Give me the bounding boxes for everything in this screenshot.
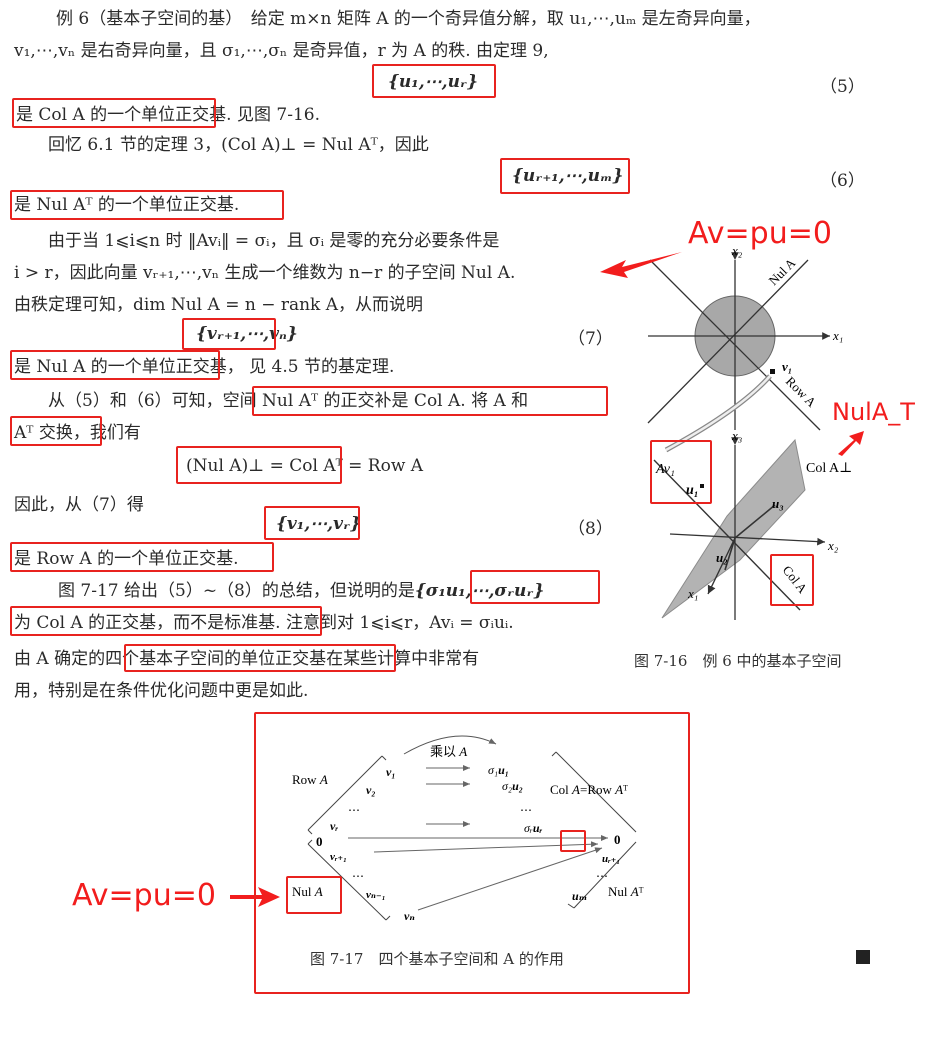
svg-text:Col A⊥: Col A⊥ — [806, 461, 852, 476]
equation-8: {v₁,⋯,vᵣ} — [276, 514, 361, 534]
svg-text:⋯: ⋯ — [596, 869, 608, 883]
rank-theorem-line: 由秩定理可知，dim Nul A = n − rank A，从而说明 — [14, 295, 424, 315]
svg-text:v₁: v₁ — [386, 765, 396, 779]
svg-text:u₂: u₂ — [716, 550, 728, 565]
svg-text:uᵣ₊₁: uᵣ₊₁ — [602, 853, 620, 865]
figure-summary-text: 图 7-17 给出（5）~（8）的总结，但说明的是 — [58, 581, 415, 601]
norm-condition-line-2: i > r，因此向量 vᵣ₊₁,⋯,vₙ 生成一个维数为 n−r 的子空间 Nu… — [14, 263, 516, 283]
svg-text:x₂: x₂ — [731, 243, 743, 258]
recall-theorem-line: 回忆 6.1 节的定理 3，(Col A)⊥ = Nul Aᵀ，因此 — [48, 135, 429, 155]
svg-text:v₁: v₁ — [782, 359, 792, 374]
svg-text:σᵣuᵣ: σᵣuᵣ — [524, 821, 543, 835]
av-equals-text: 注意到对 1⩽i⩽r，Avᵢ = σᵢuᵢ. — [280, 613, 514, 633]
nulAT-basis-text: 是 Nul Aᵀ 的一个单位正交基. — [14, 195, 240, 215]
norm-condition-line-1: 由于当 1⩽i⩽n 时 ‖Avᵢ‖ = σᵢ，且 σᵢ 是零的充分必要条件是 — [48, 231, 500, 251]
svg-text:⋯: ⋯ — [352, 869, 364, 883]
svg-text:vₙ₋₁: vₙ₋₁ — [366, 889, 386, 901]
figure-7-16-caption: 图 7-16 例 6 中的基本子空间 — [634, 652, 842, 670]
svg-text:Row A: Row A — [783, 374, 820, 411]
svg-text:x₃: x₃ — [731, 428, 742, 443]
svg-text:Col A=Row Aᵀ: Col A=Row Aᵀ — [550, 782, 628, 797]
equation-6-number: （6） — [820, 171, 865, 191]
figure-7-16: x₂ x₁ Nul A v₁ Row A x₃ x₂ x₁ Av₁ u₁ u₃ … — [647, 243, 852, 620]
svg-text:u₃: u₃ — [772, 496, 784, 511]
not-standard-basis-text: 为 Col A 的正交基，而不是标准基. — [14, 613, 281, 633]
optimization-line: 用，特别是在条件优化问题中更是如此. — [14, 681, 309, 701]
svg-text:Av₁: Av₁ — [655, 462, 675, 477]
example-6-intro-line-1: 例 6（基本子空间的基） 给定 m×n 矩阵 A 的一个奇异值分解，取 u₁,⋯… — [56, 9, 761, 29]
four-subspaces-line: 由 A 确定的四个基本子空间的单位正交基在某些计算中非常有 — [14, 648, 479, 670]
svg-text:0: 0 — [614, 832, 621, 847]
rowA-basis-text: 是 Row A 的一个单位正交基. — [14, 549, 239, 569]
figure-summary-line: 图 7-17 给出（5）~（8）的总结，但说明的是{σ₁u₁,⋯,σᵣuᵣ} — [58, 580, 544, 602]
svg-text:Row A: Row A — [292, 772, 328, 787]
equation-5-number: （5） — [820, 77, 865, 97]
svg-text:⋯: ⋯ — [348, 803, 360, 817]
svg-text:σ₂u₂: σ₂u₂ — [502, 779, 523, 793]
determined-by-A-text: 由 A 确定的 — [14, 649, 106, 669]
equation-8-number: （8） — [568, 519, 613, 539]
nulAT-complement-text: 空间 Nul Aᵀ 的正交补是 Col A. 将 A 和 — [222, 391, 529, 411]
orthogonal-not-standard-line: 为 Col A 的正交基，而不是标准基. 注意到对 1⩽i⩽r，Avᵢ = σᵢ… — [14, 612, 514, 634]
swap-line: Aᵀ 交换，我们有 — [14, 422, 141, 444]
row-equation: (Nul A)⊥ = Col Aᵀ = Row A — [186, 456, 423, 476]
red-arrow-left-icon — [600, 252, 682, 278]
equation-7-number: （7） — [568, 329, 613, 349]
row-equation-right: = Row A — [342, 456, 424, 476]
red-arrow-up-right-icon — [838, 431, 864, 456]
svg-text:vᵣ₊₁: vᵣ₊₁ — [330, 851, 347, 863]
svg-text:Nul A: Nul A — [766, 255, 799, 288]
svg-text:vₙ: vₙ — [404, 909, 415, 923]
annotation-top-av-pu-0: Av=pu=0 — [688, 216, 832, 251]
nulA-basis-text: 是 Nul A 的一个单位正交基， — [14, 357, 244, 377]
figure-7-17-caption: 图 7-17 四个基本子空间和 A 的作用 — [310, 950, 564, 968]
equation-6: {uᵣ₊₁,⋯,uₘ} — [512, 166, 624, 186]
from-5-6-text: 从（5）和（6）可知， — [48, 391, 223, 411]
orthogonal-complement-line: 从（5）和（6）可知，空间 Nul Aᵀ 的正交补是 Col A. 将 A 和 — [48, 390, 528, 412]
svg-text:⋯: ⋯ — [520, 803, 532, 817]
svg-text:uₘ: uₘ — [572, 889, 587, 903]
row-equation-left: (Nul A)⊥ = Col Aᵀ — [186, 456, 343, 476]
end-of-proof-square-icon — [856, 950, 870, 964]
svg-text:Nul A: Nul A — [292, 884, 323, 899]
we-have-text: 我们有 — [89, 423, 141, 443]
annotation-nulA-T: NulA_T — [832, 398, 915, 426]
colA-basis-text: 是 Col A 的一个单位正交基. — [16, 105, 232, 125]
svg-text:Col A: Col A — [780, 563, 811, 597]
svg-text:x₁: x₁ — [832, 328, 843, 343]
svg-text:vᵣ: vᵣ — [330, 819, 338, 833]
equation-5: {u₁,⋯,uᵣ} — [388, 72, 478, 92]
example-6-intro-line-2: v₁,⋯,vₙ 是右奇异向量，且 σ₁,⋯,σₙ 是奇异值，r 为 A 的秩. … — [14, 41, 549, 61]
swap-text: Aᵀ 交换， — [14, 423, 90, 443]
basis-theorem-ref: 见 4.5 节的基定理. — [243, 357, 395, 377]
svg-text:x₂: x₂ — [827, 538, 839, 553]
svg-text:Nul Aᵀ: Nul Aᵀ — [608, 884, 644, 899]
nulA-basis-statement: 是 Nul A 的一个单位正交基， 见 4.5 节的基定理. — [14, 356, 394, 378]
equation-7: {vᵣ₊₁,⋯,vₙ} — [196, 324, 298, 344]
figure-7-17: 乘以 A Row A v₁ v₂ ⋯ vᵣ 0 vᵣ₊₁ ⋯ vₙ₋₁ vₙ N… — [292, 735, 644, 923]
therefore-line: 因此，从（7）得 — [14, 495, 144, 515]
svg-text:x₁: x₁ — [687, 586, 698, 601]
svg-text:σ₁u₁: σ₁u₁ — [488, 763, 509, 777]
sigma-u-set: {σ₁u₁,⋯,σᵣuᵣ} — [414, 581, 545, 601]
multiply-label: 乘以 A — [430, 744, 467, 759]
svg-text:u₁: u₁ — [686, 483, 699, 498]
svg-text:v₂: v₂ — [366, 783, 376, 797]
annotation-bottom-av-pu-0: Av=pu=0 — [72, 878, 216, 913]
colA-basis-statement: 是 Col A 的一个单位正交基. 见图 7-16. — [16, 104, 320, 126]
svg-text:0: 0 — [316, 834, 323, 849]
four-subspaces-text: 四个基本子空间的单位正交基 — [105, 649, 327, 669]
useful-text: 在某些计算中非常有 — [326, 649, 480, 669]
see-figure-ref: 见图 7-16. — [231, 105, 320, 125]
